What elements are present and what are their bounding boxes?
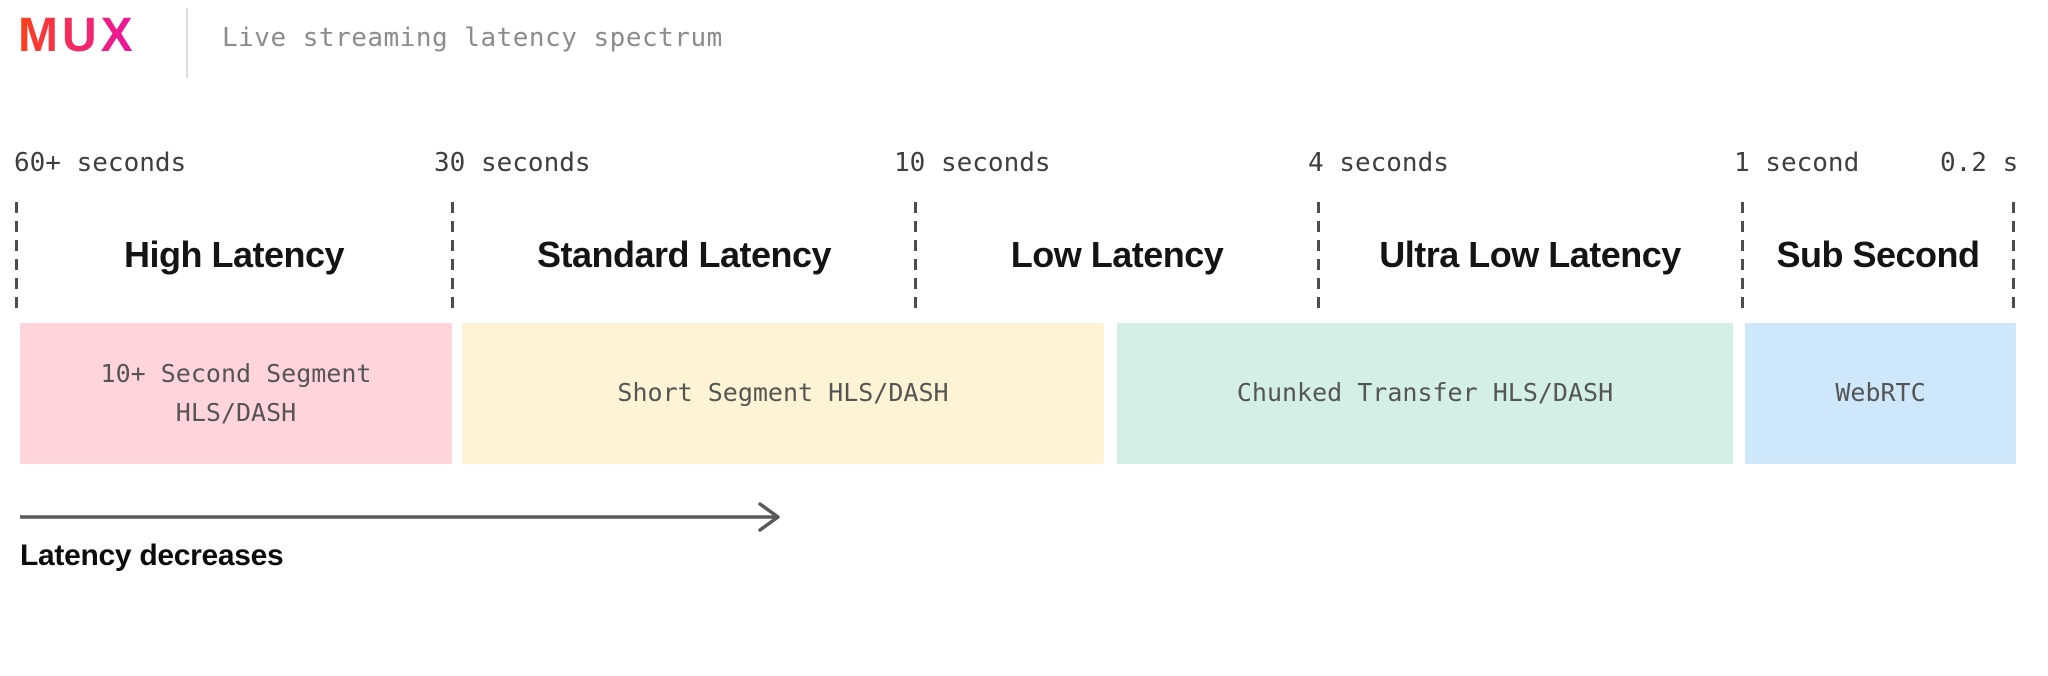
tick-label-4s: 4 seconds (1308, 148, 1449, 178)
zone-sub-second: Sub Second (1776, 234, 1980, 275)
zone-low-latency: Low Latency (1010, 234, 1224, 275)
latency-decreases-label: Latency decreases (20, 539, 284, 572)
page-title: Live streaming latency spectrum (222, 23, 723, 53)
bar-10s-segment-hls-dash: 10+ Second Segment HLS/DASH (20, 323, 452, 464)
tick-line-10s (914, 202, 917, 314)
tick-line-02s (2012, 202, 2015, 314)
tick-line-60s (15, 202, 18, 314)
bar-webrtc: WebRTC (1745, 323, 2016, 464)
mux-logo: MUX (18, 9, 137, 62)
tick-label-02s: 0.2 s (1940, 148, 2019, 178)
zone-high-latency: High Latency (123, 234, 345, 275)
bar-chunked-transfer-hls-dash: Chunked Transfer HLS/DASH (1117, 323, 1733, 464)
header-divider (186, 8, 188, 78)
tick-label-60s: 60+ seconds (14, 148, 187, 178)
tick-label-30s: 30 seconds (434, 148, 591, 178)
tick-label-1s: 1 second (1734, 148, 1860, 178)
zone-standard-latency: Standard Latency (536, 234, 832, 275)
tick-line-4s (1317, 202, 1320, 314)
tick-line-1s (1741, 202, 1744, 314)
tick-line-30s (451, 202, 454, 314)
zone-ultra-low-latency: Ultra Low Latency (1379, 234, 1681, 275)
bar-short-segment-hls-dash: Short Segment HLS/DASH (462, 323, 1104, 464)
tick-label-10s: 10 seconds (894, 148, 1051, 178)
latency-decreases-arrow-icon (20, 502, 780, 532)
